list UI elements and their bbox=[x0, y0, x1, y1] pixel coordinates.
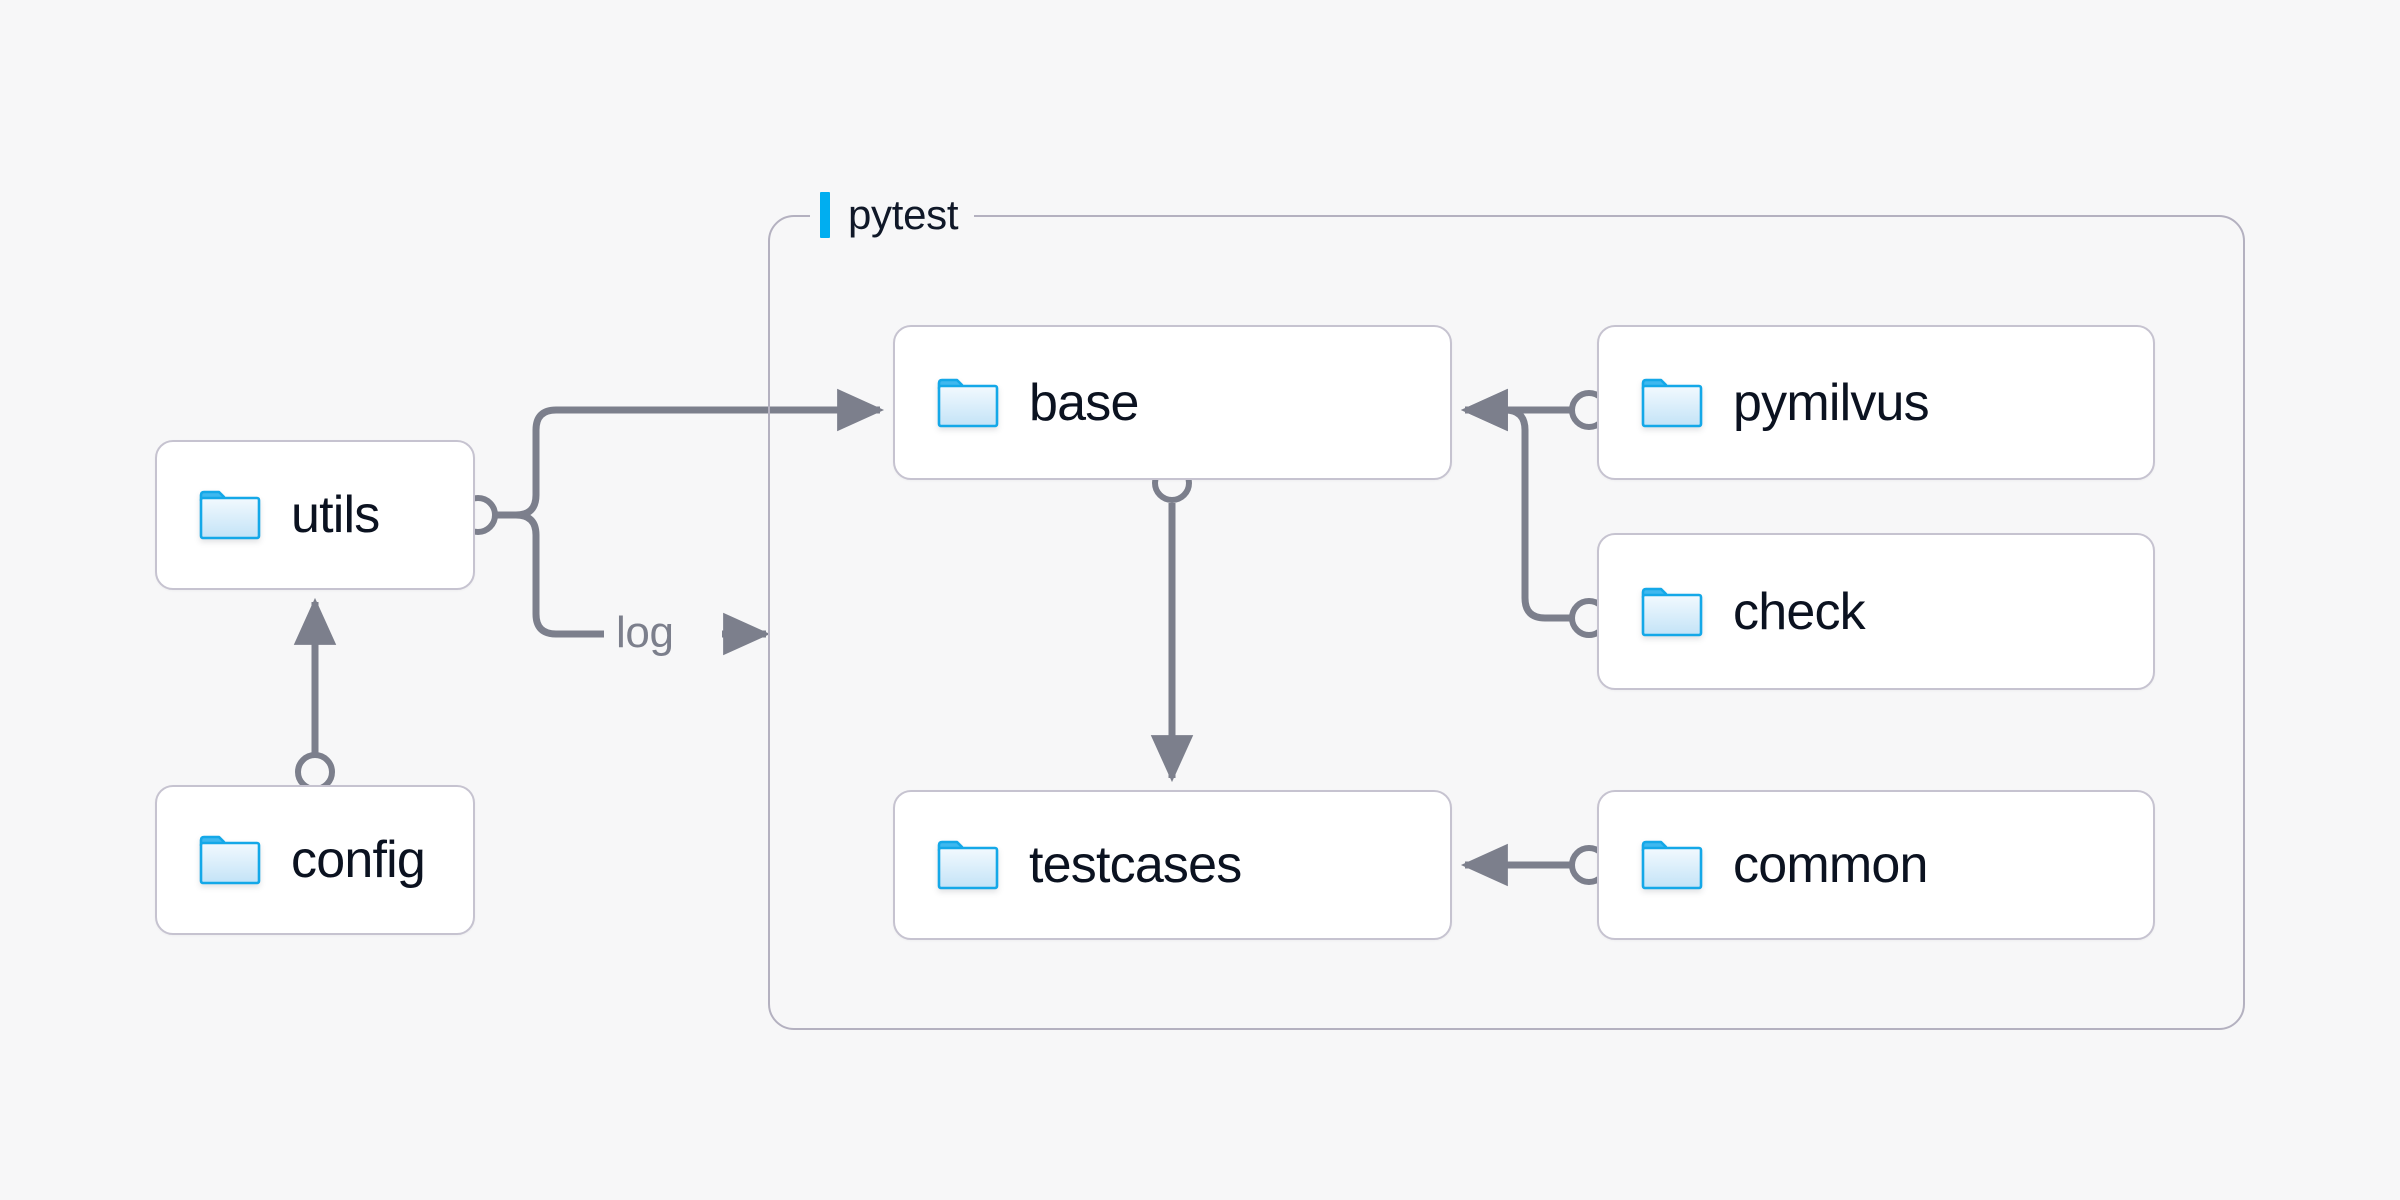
node-config[interactable]: config bbox=[155, 785, 475, 935]
node-label: pymilvus bbox=[1733, 373, 1930, 432]
node-utils[interactable]: utils bbox=[155, 440, 475, 590]
folder-icon bbox=[1641, 587, 1703, 636]
node-common[interactable]: common bbox=[1597, 790, 2155, 940]
node-testcases[interactable]: testcases bbox=[893, 790, 1452, 940]
folder-icon bbox=[1641, 378, 1703, 427]
node-label: utils bbox=[291, 486, 380, 544]
folder-icon bbox=[937, 378, 999, 427]
node-label: check bbox=[1733, 582, 1866, 641]
folder-icon bbox=[937, 840, 999, 890]
folder-icon bbox=[199, 835, 261, 885]
edge-endpoint-circle-config bbox=[295, 752, 335, 792]
node-label: config bbox=[291, 831, 426, 889]
node-label: base bbox=[1029, 373, 1139, 432]
node-base[interactable]: base bbox=[893, 325, 1452, 480]
group-label-text: pytest bbox=[848, 191, 959, 238]
edge-utils-to-log-stub bbox=[515, 511, 604, 638]
group-label-pytest: pytest bbox=[810, 188, 975, 242]
edge-label-log: log bbox=[608, 608, 682, 658]
node-label: common bbox=[1733, 836, 1928, 894]
node-pymilvus[interactable]: pymilvus bbox=[1597, 325, 2155, 480]
folder-icon bbox=[199, 490, 261, 540]
node-check[interactable]: check bbox=[1597, 533, 2155, 690]
folder-icon bbox=[1641, 840, 1703, 890]
group-container-pytest[interactable] bbox=[768, 215, 2245, 1030]
node-label: testcases bbox=[1029, 836, 1242, 894]
group-accent-bar bbox=[820, 192, 830, 238]
